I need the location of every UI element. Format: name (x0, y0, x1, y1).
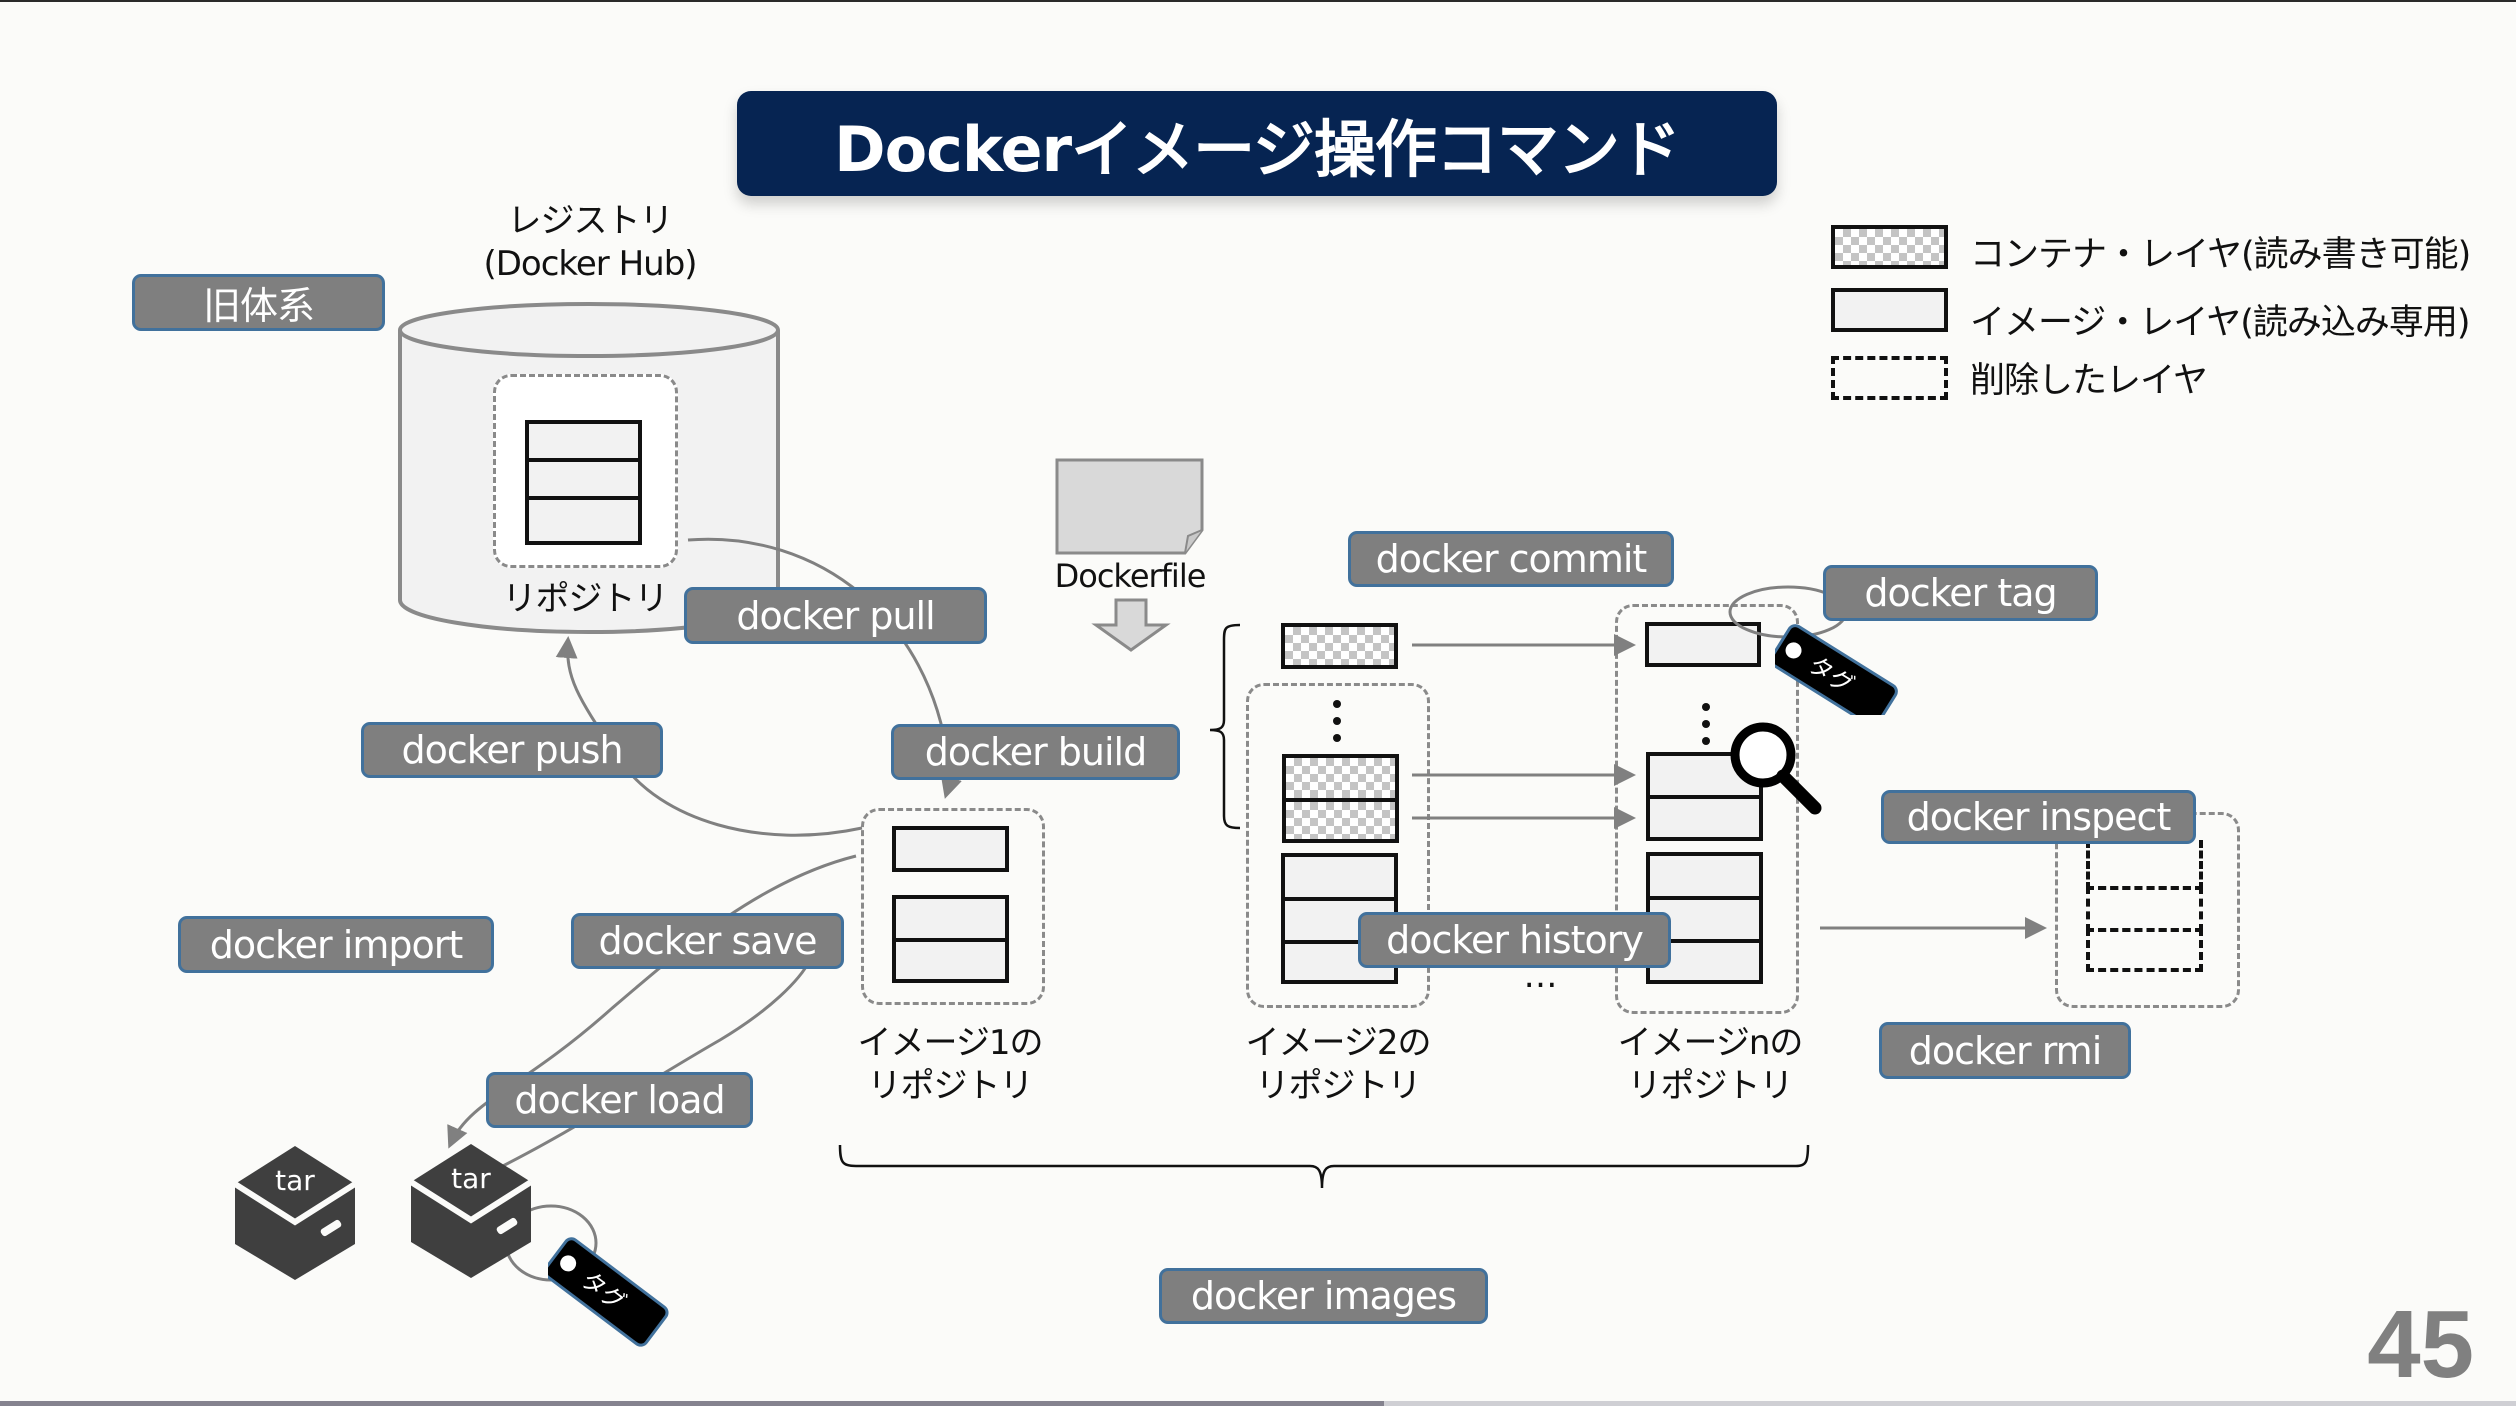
image2-repository-label: イメージ2の リポジトリ (1228, 1022, 1448, 1107)
docker-images-command[interactable]: docker images (1159, 1268, 1488, 1324)
tag-icon: タグ (548, 1237, 669, 1347)
vertical-ellipsis (1702, 703, 1710, 754)
image1-layer (892, 938, 1009, 983)
imagen-layer-top (1645, 622, 1761, 667)
registry-layer (525, 420, 642, 462)
top-border (0, 0, 2516, 2)
docker-inspect-command[interactable]: docker inspect (1881, 790, 2196, 844)
image1-label-line2: リポジトリ (867, 1065, 1034, 1106)
docker-rmi-command[interactable]: docker rmi (1879, 1022, 2131, 1079)
docker-build-command[interactable]: docker build (891, 724, 1180, 780)
imagen-label-line1: イメージnの (1617, 1023, 1804, 1063)
legend-label-deleted-layer: 削除したレイヤ (1970, 361, 2208, 401)
brace-left (1209, 623, 1241, 830)
image2-label-line2: リポジトリ (1255, 1065, 1422, 1106)
slide-progress-bar (0, 1401, 2516, 1406)
imagen-label-line2: リポジトリ (1627, 1065, 1794, 1106)
image2-repository-box (1246, 683, 1430, 1008)
image2-container-layer (1282, 798, 1399, 843)
docker-history-command[interactable]: docker history (1358, 912, 1671, 968)
docker-save-command[interactable]: docker save (571, 913, 844, 969)
imagen-layer (1646, 852, 1763, 900)
image1-layer (892, 826, 1009, 872)
tar-label: tar (451, 1162, 491, 1195)
registry-layer (525, 496, 642, 545)
docker-pull-command[interactable]: docker pull (684, 587, 987, 644)
deleted-layer (2086, 886, 2203, 932)
registry-title: レジストリ (Docker Hub) (470, 200, 710, 285)
imagen-layer (1646, 795, 1763, 841)
legend-label-image-layer: イメージ・レイヤ(読み込み専用) (1970, 303, 2471, 343)
brace-bottom (838, 1144, 1810, 1189)
registry-repository-label: リポジトリ (502, 579, 669, 619)
deleted-layer (2086, 840, 2203, 890)
imagen-repository-label: イメージnの リポジトリ (1600, 1022, 1820, 1107)
page-title-text: Dockerイメージ操作コマンド (834, 112, 1681, 186)
registry-title-line1: レジストリ (507, 201, 674, 241)
image2-container-layer (1282, 754, 1399, 802)
legend-swatch-deleted-layer (1831, 356, 1948, 400)
docker-import-command[interactable]: docker import (178, 916, 494, 973)
registry-layer (525, 458, 642, 500)
slide-progress-fill (0, 1401, 1384, 1406)
legend-swatch-container-layer (1831, 225, 1948, 269)
image2-container-layer-top (1281, 623, 1398, 669)
tar-archive-icon: tar (233, 1146, 357, 1280)
legend-label-container-layer: コンテナ・レイヤ(読み書き可能) (1970, 235, 2471, 275)
dockerfile-icon (1055, 458, 1204, 555)
tar-label: tar (275, 1164, 315, 1197)
docker-load-command[interactable]: docker load (486, 1072, 753, 1128)
docker-tag-command[interactable]: docker tag (1823, 565, 2098, 621)
image1-label-line1: イメージ1の (857, 1023, 1044, 1063)
deleted-layer (2086, 928, 2203, 972)
registry-title-line2: (Docker Hub) (483, 243, 697, 284)
legacy-badge: 旧体系 (132, 274, 385, 331)
image1-repository-box (861, 808, 1045, 1005)
tar-archive-tagged-icon: tar (409, 1144, 533, 1278)
image1-layer (892, 895, 1009, 942)
page-title: Dockerイメージ操作コマンド (737, 91, 1777, 196)
image1-repository-label: イメージ1の リポジトリ (840, 1022, 1060, 1107)
legend-swatch-image-layer (1831, 288, 1948, 332)
docker-push-command[interactable]: docker push (361, 722, 663, 778)
dockerfile-down-arrow (1091, 598, 1171, 652)
tag-icon: タグ (1775, 624, 1898, 715)
dockerfile-label: Dockerfile (1054, 557, 1207, 595)
page-number: 45 (2367, 1291, 2474, 1398)
vertical-ellipsis (1333, 700, 1341, 751)
imagen-layer (1646, 752, 1763, 799)
docker-commit-command[interactable]: docker commit (1348, 531, 1674, 587)
image2-label-line1: イメージ2の (1245, 1023, 1432, 1063)
image2-layer (1281, 853, 1398, 901)
